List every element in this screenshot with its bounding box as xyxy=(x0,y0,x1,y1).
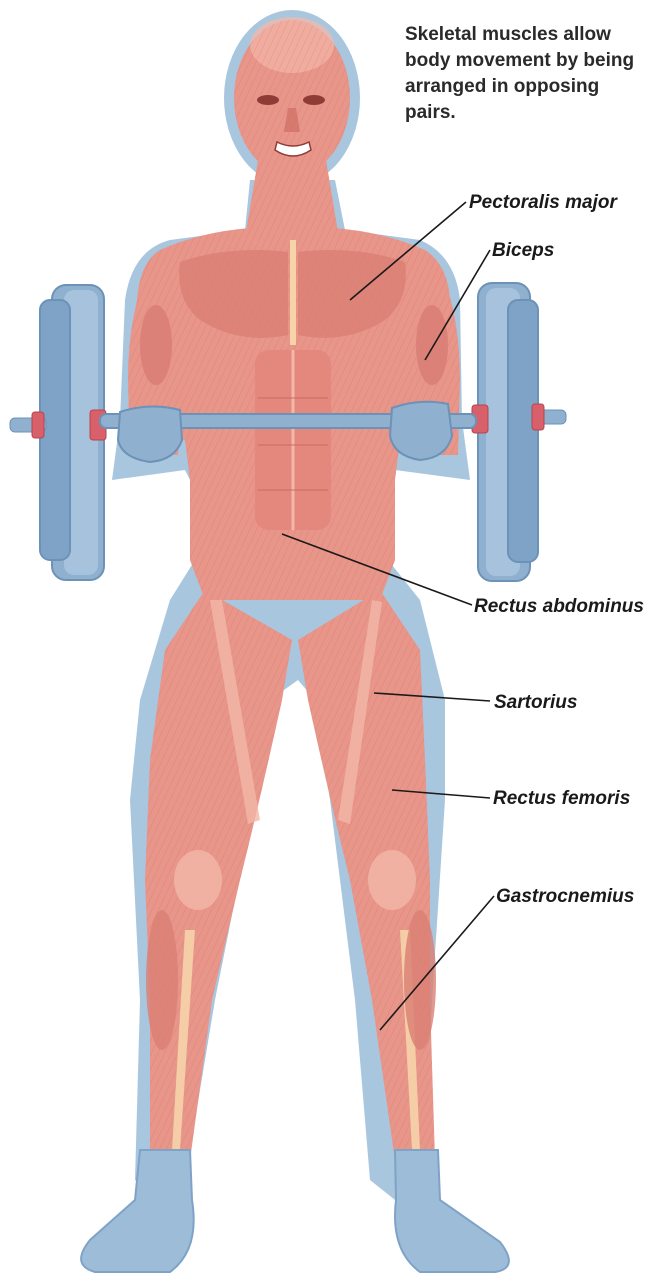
left-eye xyxy=(257,95,279,105)
right-eye xyxy=(303,95,325,105)
diagram-caption: Skeletal muscles allow body movement by … xyxy=(405,22,655,126)
label-rectus-femoris: Rectus femoris xyxy=(493,788,630,810)
label-sartorius: Sartorius xyxy=(494,692,577,714)
left-fist xyxy=(118,406,182,462)
right-fist xyxy=(390,402,452,460)
label-biceps: Biceps xyxy=(492,240,554,262)
biceps-right xyxy=(416,305,448,385)
label-pectoralis-major: Pectoralis major xyxy=(469,192,617,214)
label-gastrocnemius: Gastrocnemius xyxy=(496,886,634,908)
biceps-left xyxy=(140,305,172,385)
gastrocnemius-right xyxy=(404,910,436,1050)
right-foot xyxy=(395,1150,509,1272)
label-rectus-abdominus: Rectus abdominus xyxy=(474,596,644,618)
feet xyxy=(81,1150,509,1272)
left-foot xyxy=(81,1150,194,1272)
gastrocnemius-left xyxy=(146,910,178,1050)
